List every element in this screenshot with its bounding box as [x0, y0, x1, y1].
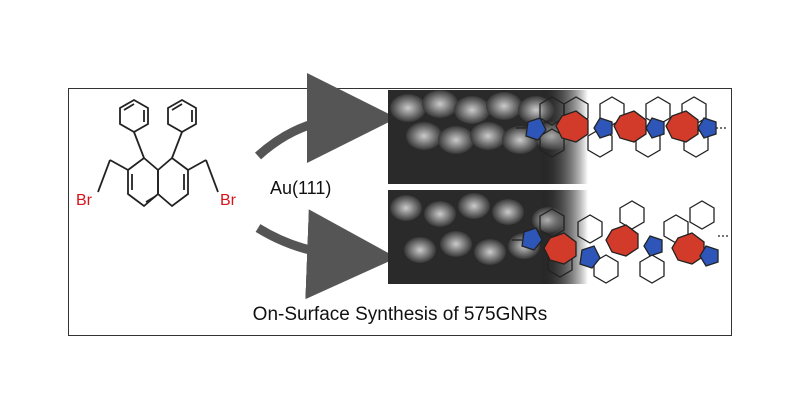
figure-caption: On-Surface Synthesis of 575GNRs	[252, 304, 548, 325]
gnr-structure-lower	[512, 200, 730, 284]
bromine-label-left: Br	[76, 192, 92, 209]
pentagon	[525, 117, 547, 141]
phenyl-ring-left	[119, 98, 149, 134]
naphthalene-ring-right	[157, 156, 189, 208]
heptagon	[665, 110, 699, 143]
heptagon	[543, 232, 577, 265]
curved-arrow-icon	[255, 209, 397, 300]
abstract-frame	[68, 88, 732, 336]
curved-arrow-icon	[254, 73, 397, 164]
pentagon	[699, 245, 719, 267]
heptagon	[671, 232, 705, 265]
catalyst-label: Au(111)	[270, 178, 332, 198]
pentagon	[521, 227, 543, 251]
pentagon	[697, 117, 717, 139]
bromine-label-right: Br	[220, 192, 236, 209]
precursor-molecule	[97, 98, 219, 208]
heptagon	[605, 224, 639, 257]
pentagon	[593, 117, 613, 139]
stm-image-upper	[388, 90, 588, 184]
pentagon	[579, 245, 601, 269]
gnr-structure-upper	[516, 96, 728, 158]
heptagon	[613, 110, 647, 143]
pentagon	[643, 235, 663, 257]
heptagon	[555, 110, 589, 143]
phenyl-ring-right	[167, 98, 197, 134]
pentagon	[645, 117, 665, 139]
